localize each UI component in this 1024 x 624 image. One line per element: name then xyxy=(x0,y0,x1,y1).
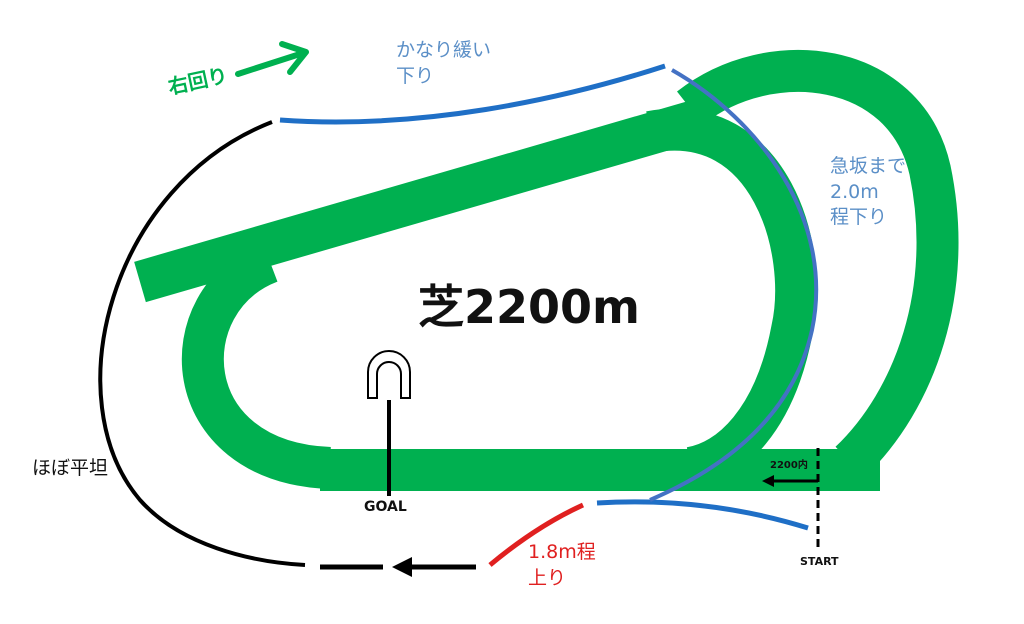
steep-downhill-line xyxy=(649,68,819,502)
uphill-line xyxy=(488,502,585,567)
goal-post xyxy=(367,350,411,496)
flat-section-line xyxy=(98,120,306,567)
flat-label: ほぼ平坦 xyxy=(32,457,109,479)
clockwise-arrow-icon xyxy=(235,41,309,77)
turf-track xyxy=(134,49,959,491)
chute xyxy=(134,97,711,303)
start-arrow xyxy=(762,475,818,487)
goal-label: GOAL xyxy=(364,499,407,515)
downhill-line-bottom xyxy=(596,499,809,531)
right-slope-label: 急坂まで 2.0m 程下り xyxy=(830,155,907,229)
course-title: 芝2200m xyxy=(418,280,640,334)
inner-loop xyxy=(181,108,818,489)
direction-arrow-bottom xyxy=(392,557,476,577)
outer-loop xyxy=(677,49,959,478)
start-marker-label: 2200内 xyxy=(770,460,808,471)
uphill-label: 1.8m程 上り xyxy=(528,541,596,589)
start-label: START xyxy=(800,555,839,568)
downhill-line-top xyxy=(279,63,666,125)
top-slope-label: かなり緩い 下り xyxy=(396,39,492,87)
